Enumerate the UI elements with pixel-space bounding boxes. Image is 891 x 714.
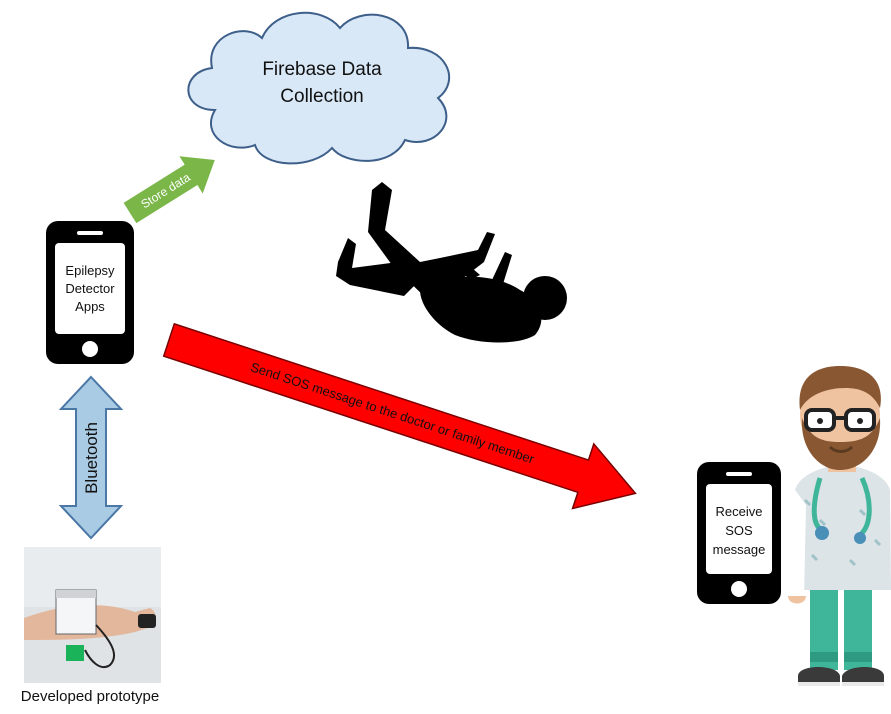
phone-receiver: Receive SOS message [697, 462, 781, 604]
cloud-line-2: Collection [280, 86, 363, 107]
doctor-cuff-right [844, 652, 872, 662]
phone-screen [55, 243, 125, 334]
store-arrow-shape [123, 156, 215, 224]
falling-person-silhouette [336, 182, 567, 343]
doctor-beard [801, 418, 881, 470]
receiver-line-2: SOS [725, 523, 753, 538]
photo-finger-clip [138, 614, 156, 628]
doctor-coat-pattern [803, 498, 882, 567]
phone-app-line-3: Apps [75, 299, 105, 314]
doctor-hand-left [788, 596, 806, 604]
store-data-arrow: Store data [123, 156, 215, 224]
doctor-sole-right [842, 682, 884, 686]
doctor-cuff-left [810, 652, 838, 662]
sos-arrow-label: Send SOS message to the doctor or family… [249, 359, 537, 466]
phone-speaker [77, 231, 103, 235]
silhouette-head [523, 276, 567, 320]
doctor-eye-right [857, 418, 863, 424]
doctor-shoe-right [842, 667, 884, 684]
phone-app-line-1: Epilepsy [65, 263, 115, 278]
doctor-coat [795, 465, 891, 590]
photo-device-top [56, 590, 96, 598]
doctor-shoe-left [798, 667, 840, 684]
sos-arrow-shape [162, 322, 637, 510]
phone-app-line-2: Detector [65, 281, 115, 296]
doctor-hair [799, 366, 881, 410]
phone-home-button [82, 341, 98, 357]
silhouette-arm-2 [492, 252, 512, 284]
photo-cable [84, 624, 115, 669]
doctor-sole-left [798, 682, 840, 686]
bluetooth-arrow: Bluetooth [58, 375, 124, 540]
sos-arrow: Send SOS message to the doctor or family… [162, 322, 637, 510]
receiver-phone-home-button [731, 581, 747, 597]
receiver-phone-speaker [726, 472, 752, 476]
doctor-eye-left [817, 418, 823, 424]
silhouette-torso [420, 276, 542, 343]
doctor-illustration [787, 366, 891, 686]
doctor-arm-left [787, 490, 806, 598]
receiver-phone-screen [706, 484, 772, 574]
silhouette-arm-1 [458, 262, 480, 280]
stethoscope-head [815, 526, 829, 540]
doctor-mouth [828, 445, 854, 453]
prototype-photo [24, 547, 161, 683]
prototype-caption: Developed prototype [20, 688, 160, 705]
silhouette-back-leg [336, 238, 418, 296]
bluetooth-arrow-shape [58, 375, 124, 540]
receiver-line-1: Receive [716, 504, 763, 519]
bluetooth-label: Bluetooth [82, 422, 101, 494]
cloud-shape [187, 11, 450, 165]
phone-app: Epilepsy Detector Apps [46, 221, 134, 364]
receiver-line-3: message [713, 542, 766, 557]
photo-green-module [66, 645, 84, 661]
cloud-line-1: Firebase Data [262, 59, 382, 80]
stethoscope-head-2 [854, 532, 866, 544]
firebase-cloud: Firebase Data Collection [187, 11, 450, 165]
doctor-face [800, 373, 880, 457]
